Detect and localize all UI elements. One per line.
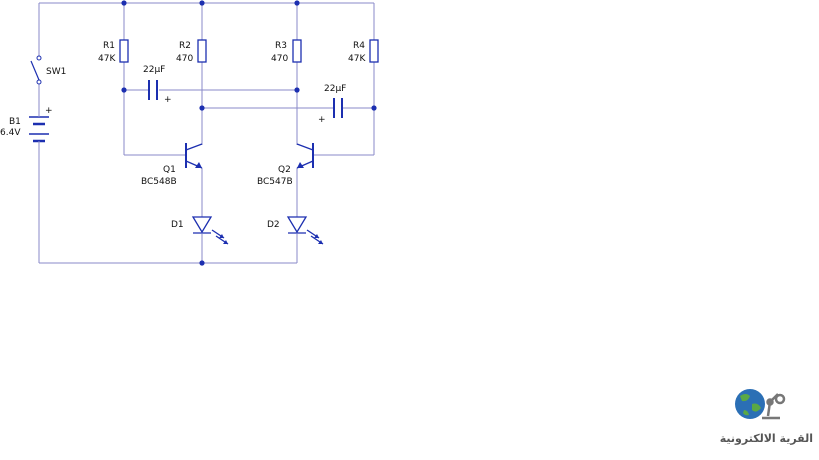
logo-text: القرية الالكترونية: [720, 432, 813, 445]
capacitor-1-value: 22µF: [143, 65, 165, 75]
transistor-q2: [296, 143, 314, 169]
resistor-r1: [119, 39, 129, 63]
switch-label: SW1: [46, 67, 66, 77]
capacitor-2-value: 22µF: [324, 84, 346, 94]
resistor-r3-name: R3: [275, 41, 287, 51]
robot-arm-icon: [762, 393, 786, 420]
resistor-r2-name: R2: [179, 41, 191, 51]
resistor-r3-value: 470: [271, 54, 288, 64]
junction-dot: [121, 87, 127, 93]
battery-b1: [29, 113, 49, 155]
resistor-r2-value: 470: [176, 54, 193, 64]
junctions: [121, 0, 377, 266]
resistor-r3: [292, 39, 302, 63]
switch-sw1: SW1: [30, 55, 66, 85]
resistor-r1-name: R1: [103, 41, 115, 51]
battery-value: 6.4V: [0, 128, 21, 138]
junction-dot: [199, 260, 205, 266]
junction-dot: [371, 105, 377, 111]
transistor-q1: [185, 143, 203, 169]
capacitor-1: [148, 80, 158, 100]
resistor-r4-name: R4: [353, 41, 365, 51]
logo: القرية الالكترونية: [720, 389, 813, 445]
resistor-r4-value: 47K: [348, 54, 366, 64]
transistor-q2-part: BC547B: [257, 177, 293, 187]
battery-polarity: +: [45, 106, 53, 116]
resistor-r1-value: 47K: [98, 54, 116, 64]
led-d1-name: D1: [171, 220, 184, 230]
led-d2: [286, 216, 324, 245]
junction-dot: [199, 0, 205, 6]
led-d2-name: D2: [267, 220, 280, 230]
junction-dot: [294, 0, 300, 6]
transistor-q1-name: Q1: [163, 165, 176, 175]
junction-dot: [294, 87, 300, 93]
led-d1: [191, 216, 229, 245]
capacitor-2: [333, 98, 343, 118]
transistor-q2-name: Q2: [278, 165, 291, 175]
capacitor-1-polarity: +: [164, 95, 172, 105]
junction-dot: [199, 105, 205, 111]
transistor-q1-part: BC548B: [141, 177, 177, 187]
resistor-r2: [197, 39, 207, 63]
battery-name: B1: [9, 117, 21, 127]
resistor-r4: [369, 39, 379, 63]
globe-icon: [735, 389, 765, 419]
junction-dot: [121, 0, 127, 6]
capacitor-2-polarity: +: [318, 115, 326, 125]
